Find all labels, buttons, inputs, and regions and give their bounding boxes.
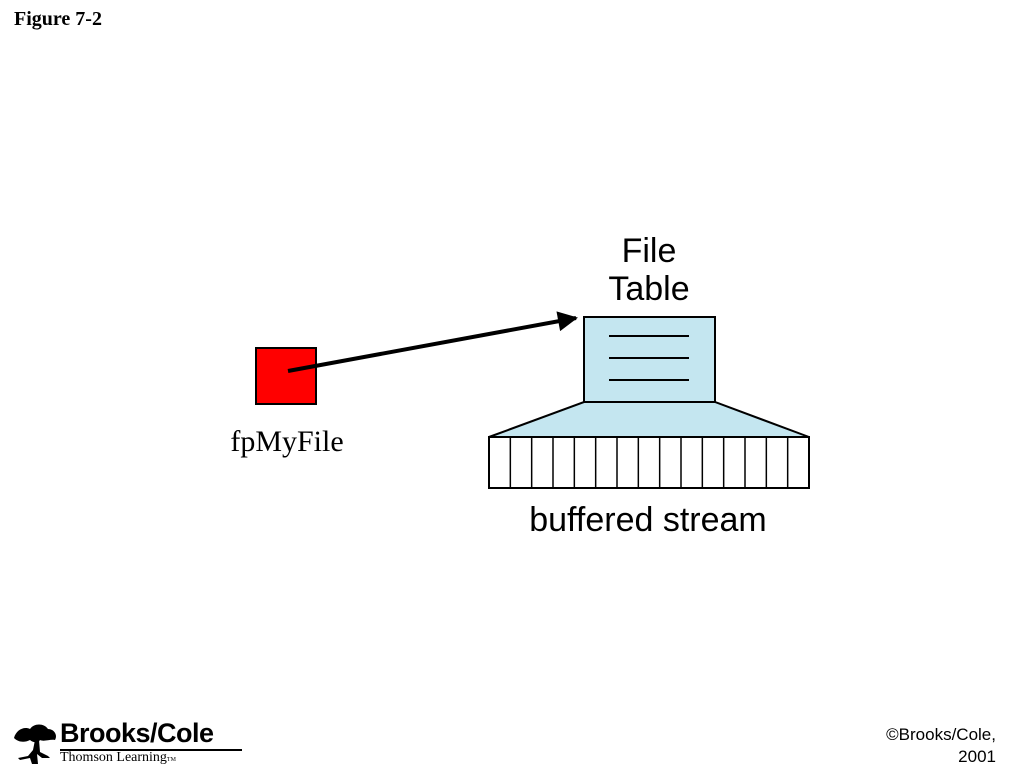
logo-name: Brooks/Cole [60,718,214,748]
stream-label: buffered stream [529,501,767,539]
file-table-label-line2: Table [608,270,689,308]
trademark-mark: TM [166,757,176,763]
pointer-label: fpMyFile [230,425,343,458]
figure-title: Figure 7-2 [14,8,102,30]
file-table-label-line1: File [622,232,677,270]
buffered-stream-cells [488,436,810,489]
copyright-line2: 2001 [958,747,996,766]
file-table-box [583,316,716,403]
pointer-arrow [287,311,578,373]
pointer-box [255,347,317,405]
copyright-line1: ©Brooks/Cole, [886,725,996,744]
stream-connector [488,401,810,438]
logo-rule [60,749,242,751]
tree-icon [14,724,57,764]
logo-subtitle: Thomson LearningTM [60,750,176,765]
publisher-logo: Brooks/Cole Thomson LearningTM [10,718,250,766]
copyright-notice: ©Brooks/Cole, 2001 [886,724,996,768]
buffered-stream-outline [488,436,810,489]
